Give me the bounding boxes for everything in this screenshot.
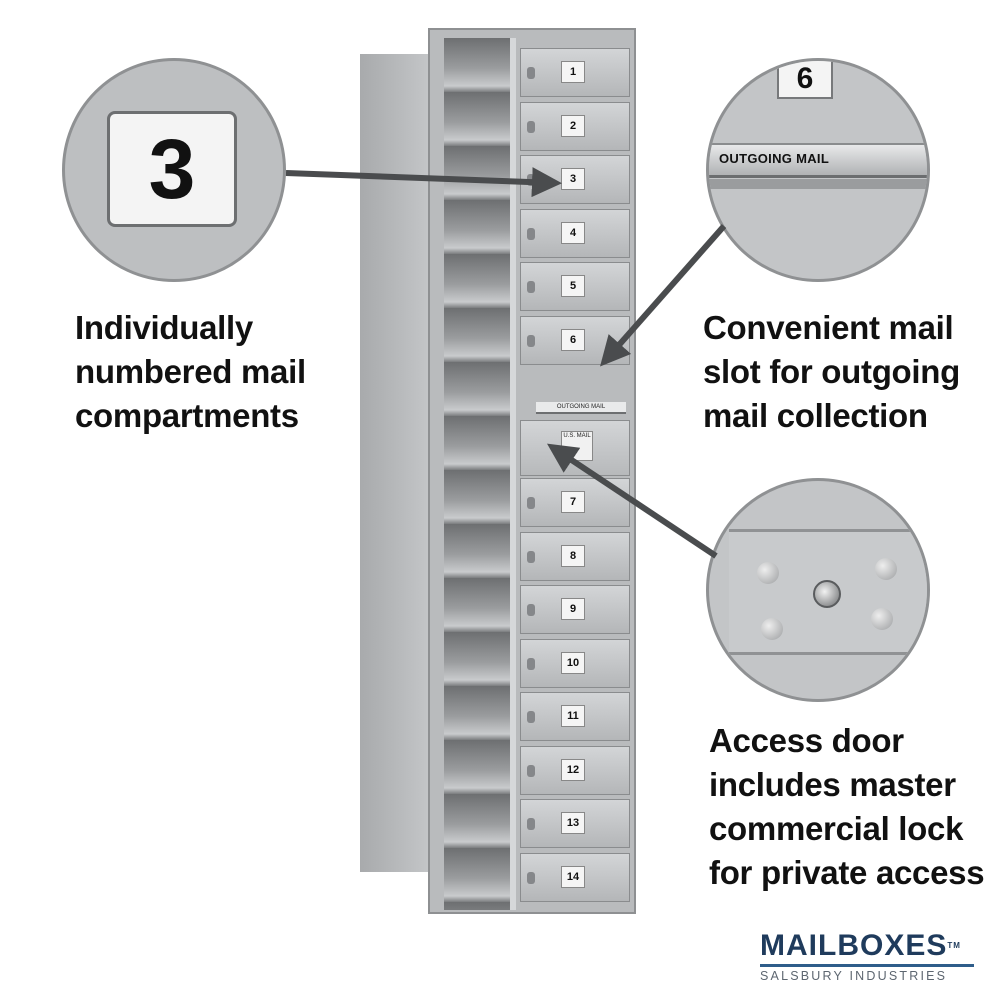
caption-line: for private access (709, 854, 985, 891)
compartment-number: 4 (561, 221, 585, 244)
zoom-compartment-six-label: 6 (777, 61, 833, 99)
compartment-number: 3 (561, 168, 585, 190)
brand-logo: MAILBOXESTM SALSBURY INDUSTRIES (760, 930, 974, 983)
compartment-number: 5 (561, 275, 585, 297)
keyhole-icon (527, 871, 535, 884)
keyhole-icon (527, 711, 535, 723)
keyhole-icon (527, 497, 535, 509)
compartment-number: 6 (561, 328, 585, 351)
master-lock-icon (813, 580, 841, 608)
caption-line: numbered mail (75, 353, 306, 390)
zoom-access-panel (729, 529, 927, 655)
caption-access-door: Access door includes master commercial l… (709, 719, 985, 895)
compartment-number: 14 (561, 865, 585, 888)
compartment-number: 7 (561, 491, 585, 513)
rivet-icon (757, 562, 779, 584)
brand-trademark: TM (947, 941, 961, 950)
compartment-number: 10 (561, 651, 585, 674)
compartment-door: 5 (520, 262, 630, 311)
compartment-number: 12 (561, 758, 585, 781)
compartment-door: 8 (520, 531, 630, 581)
caption-line: Access door (709, 722, 904, 759)
caption-line: commercial lock (709, 810, 964, 847)
brand-name: MAILBOXES (760, 929, 948, 962)
compartment-door: 1 (520, 48, 630, 97)
compartment-door: 14 (520, 852, 630, 902)
compartment-door: 11 (520, 692, 630, 741)
compartment-door: 9 (520, 585, 630, 634)
caption-line: mail collection (703, 397, 928, 434)
caption-line: slot for outgoing (703, 353, 960, 390)
caption-line: compartments (75, 397, 299, 434)
brand-tagline: SALSBURY INDUSTRIES (760, 969, 948, 983)
caption-numbered-compartments: Individually numbered mail compartments (75, 306, 306, 438)
brand-rule (760, 964, 974, 967)
compartment-door: 12 (520, 745, 630, 795)
caption-line: includes master (709, 766, 956, 803)
compartment-door: 7 (520, 478, 630, 527)
keyhole-icon (527, 764, 535, 777)
arrow-to-compartment (285, 167, 562, 198)
zoom-slot-strip (709, 143, 927, 178)
rivet-icon (875, 558, 897, 580)
keyhole-icon (527, 334, 535, 347)
compartment-number: 1 (561, 61, 585, 83)
keyhole-icon (527, 120, 535, 133)
compartment-number: 11 (561, 705, 585, 727)
compartment-door: 4 (520, 208, 630, 258)
compartment-door: 10 (520, 638, 630, 688)
keyhole-icon (527, 67, 535, 79)
arrow-to-lock (547, 443, 718, 559)
zoom-outgoing-slot: 6 OUTGOING MAIL (706, 58, 930, 282)
compartment-number: 9 (561, 598, 585, 620)
arrow-to-slot (600, 224, 727, 367)
rivet-icon (871, 608, 893, 630)
compartment-number: 8 (561, 544, 585, 567)
zoom-number-label: 3 (107, 111, 237, 227)
compartment-number: 2 (561, 114, 585, 137)
compartment-door: 2 (520, 101, 630, 151)
zoom-access-lock (706, 478, 930, 702)
caption-line: Convenient mail (703, 309, 954, 346)
keyhole-icon (527, 657, 535, 670)
outgoing-mail-slot: OUTGOING MAIL (536, 402, 626, 414)
caption-outgoing-slot: Convenient mail slot for outgoing mail c… (703, 306, 960, 438)
keyhole-icon (527, 227, 535, 240)
zoom-slot-text: OUTGOING MAIL (719, 151, 830, 166)
zoom-slot-opening (709, 179, 927, 189)
unit-side-panel (360, 54, 430, 872)
caption-line: Individually (75, 309, 253, 346)
keyhole-icon (527, 550, 535, 563)
zoom-compartment-number: 3 (62, 58, 286, 282)
keyhole-icon (527, 281, 535, 293)
rivet-icon (761, 618, 783, 640)
compartment-number: 13 (561, 812, 585, 834)
compartment-door: 13 (520, 799, 630, 848)
keyhole-icon (527, 818, 535, 830)
keyhole-icon (527, 604, 535, 616)
